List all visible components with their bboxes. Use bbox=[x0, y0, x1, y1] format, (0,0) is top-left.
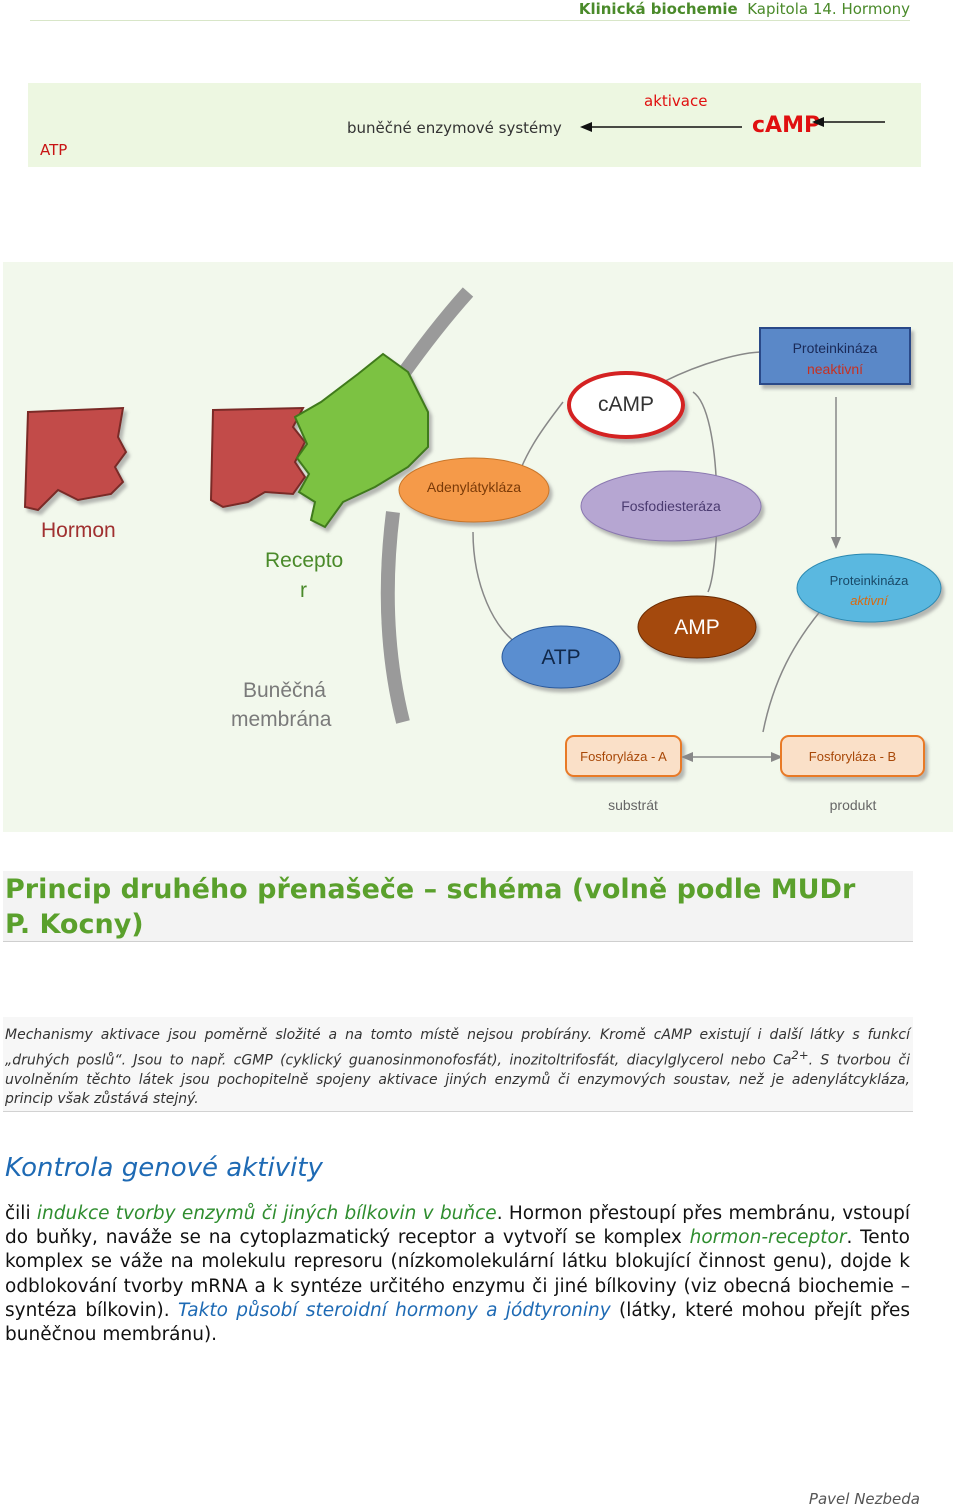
amp-label: AMP bbox=[674, 616, 720, 639]
note-text-2: . S tvorbou či uvolněním těchto látek js… bbox=[5, 1052, 910, 1108]
page-header: Klinická biochemie Kapitola 14. Hormony bbox=[579, 0, 910, 18]
phosphorylase-b-label: Fosforyláza - B bbox=[808, 749, 897, 764]
section-heading-second-messenger: Princip druhého přenašeče – schéma (voln… bbox=[5, 874, 856, 940]
phosphorylase-a-label: Fosforyláza - A bbox=[580, 749, 667, 764]
camp-node bbox=[567, 371, 685, 439]
hormone-shape-1 bbox=[23, 406, 128, 512]
section-heading-gene-control: Kontrola genové aktivity bbox=[5, 1153, 323, 1183]
arrowhead-left-1 bbox=[580, 122, 592, 132]
gene-control-paragraph: čili indukce tvorby enzymů či jiných bíl… bbox=[5, 1202, 910, 1347]
membrane-label-1: Buněčná bbox=[243, 679, 326, 702]
para2-text-4: (látky, které mohou přejít přes buněčnou… bbox=[5, 1299, 910, 1346]
membrane-lower bbox=[380, 511, 410, 724]
top-systems-label: buněčné enzymové systémy bbox=[347, 119, 562, 137]
top-scheme-box bbox=[28, 83, 921, 167]
pk-inactive-label-1: Proteinkináza bbox=[792, 340, 878, 356]
adenylate-cyclase-node bbox=[398, 457, 550, 523]
receptor-label-2: r bbox=[300, 579, 307, 602]
para2-text-3: . Tento komplex se váže na molekulu repr… bbox=[5, 1227, 910, 1321]
receptor-shape bbox=[293, 352, 429, 529]
product-label: produkt bbox=[829, 797, 877, 813]
amp-node bbox=[637, 595, 757, 659]
heading1-box bbox=[3, 871, 913, 942]
arrow-atp-loop bbox=[472, 531, 524, 648]
arrowhead-b bbox=[771, 752, 783, 762]
header-divider bbox=[30, 20, 910, 21]
protein-kinase-inactive-node bbox=[759, 327, 911, 385]
note-paragraph: Mechanismy aktivace jsou poměrně složité… bbox=[5, 1026, 910, 1110]
arrowhead-a bbox=[681, 752, 693, 762]
hormone-label: Hormon bbox=[41, 519, 116, 542]
protein-kinase-active-node bbox=[796, 553, 942, 623]
arrowhead-left-2 bbox=[812, 117, 824, 127]
para2-text-2: . Hormon přestoupí přes membránu, vstoup… bbox=[5, 1203, 910, 1249]
atp-label: ATP bbox=[541, 646, 581, 669]
diagram-graphics bbox=[23, 287, 942, 777]
pk-active-label-1: Proteinkináza bbox=[829, 573, 909, 588]
hormone-shape-2 bbox=[209, 406, 307, 509]
top-atp-label: ATP bbox=[40, 141, 68, 159]
note-superscript: 2+ bbox=[791, 1047, 809, 1062]
arrow-camp-to-pk bbox=[662, 351, 764, 383]
arrowhead-pk-active bbox=[831, 537, 841, 549]
phosphorylase-b-node bbox=[780, 735, 925, 777]
para2-highlight-induction: indukce tvorby enzymů či jiných bílkovin… bbox=[36, 1203, 497, 1224]
pk-inactive-label-2: neaktivní bbox=[806, 361, 864, 377]
book-title: Klinická biochemie bbox=[578, 0, 738, 18]
para2-highlight-steroids: Takto působí steroidní hormony a jódtyro… bbox=[177, 1299, 611, 1321]
top-camp-label: cAMP bbox=[752, 113, 821, 138]
chapter-title: Kapitola 14. Hormony bbox=[747, 0, 910, 18]
note-text-1: Mechanismy aktivace jsou poměrně složité… bbox=[5, 1027, 910, 1069]
para2-highlight-complex: hormon-receptor bbox=[689, 1227, 847, 1249]
phosphorylase-a-node bbox=[565, 735, 682, 777]
phosphodiesterase-label: Fosfodiesteráza bbox=[621, 498, 721, 514]
camp-label: cAMP bbox=[597, 393, 654, 416]
pk-active-label-2: aktivní bbox=[850, 593, 888, 608]
atp-node bbox=[501, 625, 621, 689]
adenylate-cyclase-label: Adenylátykláza bbox=[426, 479, 522, 495]
para2-text-1: čili bbox=[5, 1203, 37, 1224]
top-arrows bbox=[580, 117, 885, 132]
phosphodiesterase-node bbox=[580, 470, 762, 542]
top-activation-label: aktivace bbox=[644, 92, 708, 110]
arrow-pk-to-b bbox=[762, 601, 829, 733]
author-footer: Pavel Nezbeda bbox=[808, 1490, 920, 1508]
substrate-label: substrát bbox=[608, 797, 658, 813]
note-box bbox=[3, 1017, 913, 1112]
receptor-label-1: Recepto bbox=[265, 549, 344, 572]
membrane-label-2: membrána bbox=[231, 708, 332, 731]
second-messenger-diagram: Hormon Recepto r Buněčná membrána Adenyl… bbox=[3, 262, 953, 832]
